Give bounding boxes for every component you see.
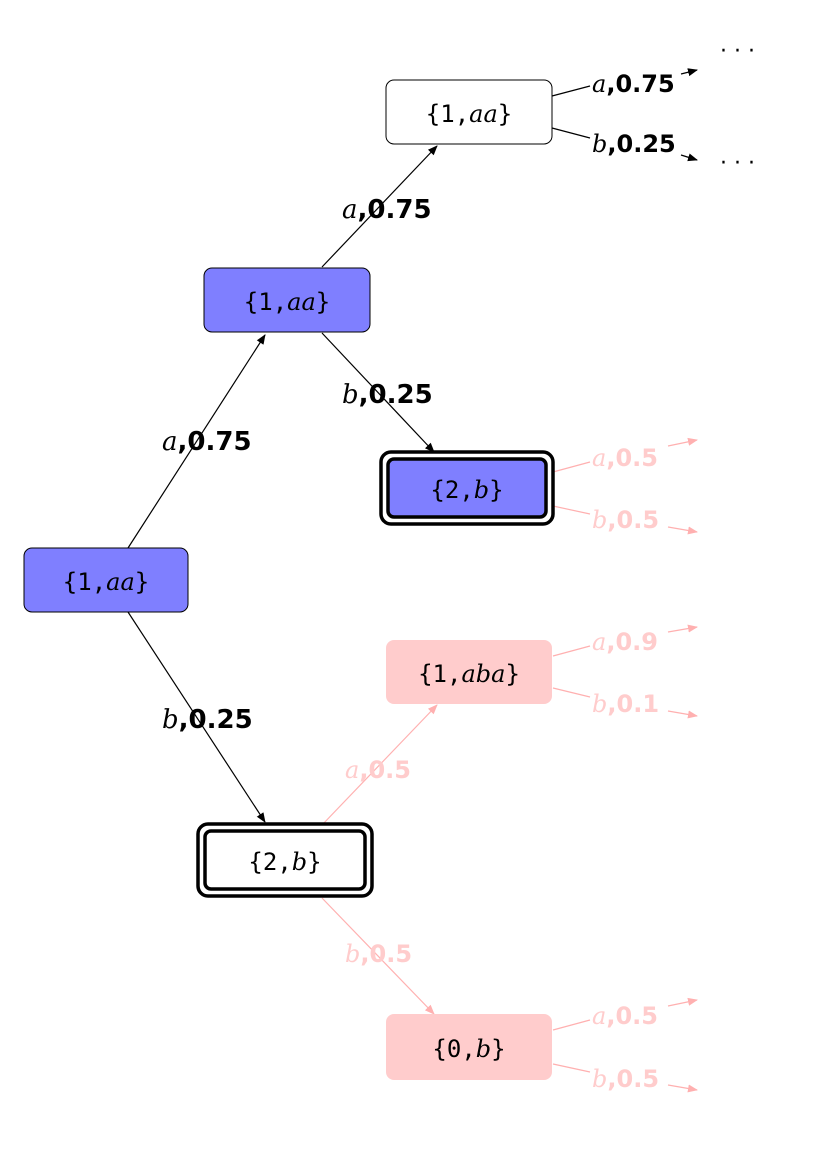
label-n1-n3: b,0.25: [342, 380, 433, 410]
edge-n2-out-a-tail: [680, 68, 698, 77]
node-n1-num: 1: [258, 288, 272, 316]
node-n4: {2,b}: [196, 822, 374, 898]
svg-text:{2,b}: {2,b}: [248, 848, 321, 876]
label-n5-out-b: b,0.1: [592, 690, 659, 718]
edge-n4-n6: [321, 897, 435, 1015]
continuation-bottom: · · ·: [720, 151, 755, 176]
label-n4-n6: b,0.5: [345, 940, 412, 968]
node-n5-num: 1: [433, 660, 447, 688]
node-n5: {1,aba}: [386, 640, 552, 704]
label-n4-n5: a,0.5: [345, 756, 411, 784]
edge-n6-out-b-tail: [667, 1084, 698, 1093]
edge-n2-out-a: [551, 85, 591, 97]
svg-text:{2,b}: {2,b}: [430, 476, 503, 504]
node-n5-word: aba: [461, 660, 505, 688]
label-root-n1: a,0.75: [162, 427, 252, 457]
node-n6: {0,b}: [386, 1014, 552, 1080]
node-n3-num: 2: [445, 476, 459, 504]
node-n6-num: 0: [447, 1035, 461, 1063]
label-n6-out-b: b,0.5: [592, 1065, 659, 1093]
edge-n3-out-a-tail: [667, 437, 698, 447]
edge-n1-n2: [321, 145, 438, 268]
label-n3-out-a: a,0.5: [592, 444, 658, 472]
edge-root-n1: [127, 334, 266, 549]
node-n3: {2,b}: [379, 450, 555, 526]
edge-n6-out-a-tail: [667, 997, 698, 1007]
edge-n3-out-b-tail: [667, 526, 698, 535]
svg-text:{1,aba}: {1,aba}: [418, 660, 520, 688]
edge-n2-out-b: [551, 127, 591, 139]
node-n4-word: b: [292, 848, 307, 876]
edge-n2-out-b-tail: [680, 153, 698, 162]
node-n1: {1,aa}: [203, 267, 371, 333]
label-n5-out-a: a,0.9: [592, 628, 658, 656]
node-n4-num: 2: [263, 848, 277, 876]
label-n6-out-a: a,0.5: [592, 1002, 658, 1030]
node-root-num: 1: [77, 568, 91, 596]
edge-n4-n5: [321, 704, 438, 826]
node-n2-num: 1: [440, 100, 454, 128]
node-n6-word: b: [476, 1035, 491, 1063]
label-n1-n2: a,0.75: [342, 195, 432, 225]
edge-n1-n3: [321, 332, 435, 453]
label-n2-out-b: b,0.25: [592, 130, 676, 158]
label-n3-out-b: b,0.5: [592, 506, 659, 534]
svg-text:{1,aa}: {1,aa}: [426, 100, 512, 128]
node-n2: {1,aa}: [385, 79, 553, 145]
label-n2-out-a: a,0.75: [592, 70, 675, 98]
edge-root-n4: [127, 611, 266, 823]
edge-n6-out-b: [552, 1063, 591, 1073]
edge-n5-out-a: [552, 645, 591, 657]
node-n1-word: aa: [287, 288, 316, 316]
svg-text:{1,aa}: {1,aa}: [63, 568, 149, 596]
svg-text:{1,aa}: {1,aa}: [244, 288, 330, 316]
label-root-n4: b,0.25: [162, 705, 253, 735]
continuation-top: · · ·: [720, 39, 755, 64]
edge-n5-out-b: [552, 687, 591, 698]
edge-n6-out-a: [552, 1019, 591, 1031]
edge-n3-out-b: [552, 505, 591, 515]
node-root: {1,aa}: [23, 547, 189, 613]
edge-n5-out-a-tail: [667, 624, 698, 633]
node-n2-word: aa: [469, 100, 498, 128]
node-n3-word: b: [474, 476, 489, 504]
edge-n5-out-b-tail: [667, 710, 698, 719]
node-root-word: aa: [106, 568, 135, 596]
edge-n3-out-a: [552, 461, 591, 473]
svg-text:{0,b}: {0,b}: [432, 1035, 505, 1063]
